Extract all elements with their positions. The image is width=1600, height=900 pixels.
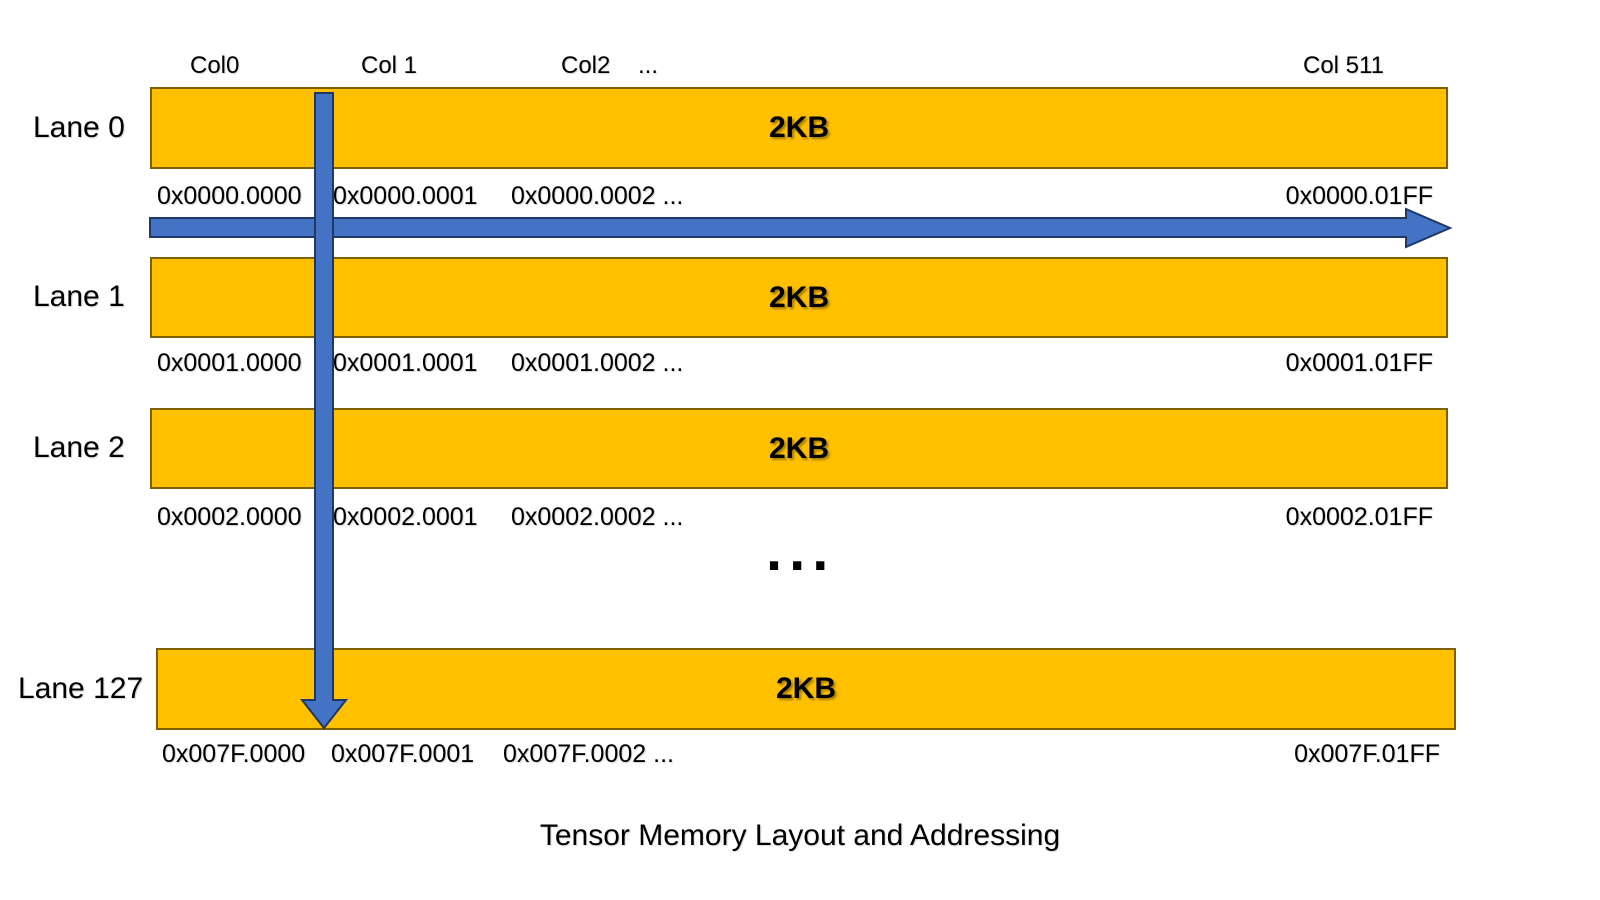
lane-127-capacity-label: 2KB bbox=[775, 672, 836, 705]
lane-127-address-0: 0x007F.0000 bbox=[162, 740, 306, 768]
lane-2-address-last: 0x0002.01FF bbox=[1285, 503, 1433, 531]
lane-order-arrow-icon bbox=[299, 92, 349, 730]
lane-127-label: Lane 127 bbox=[18, 672, 144, 705]
lane-127-address-last: 0x007F.01FF bbox=[1294, 740, 1440, 768]
lane-1-address-2: 0x0001.0002 ... bbox=[511, 349, 684, 377]
col-header-ellipsis: ... bbox=[638, 52, 659, 79]
diagram-title: Tensor Memory Layout and Addressing bbox=[539, 819, 1061, 852]
lane-2-label: Lane 2 bbox=[33, 431, 125, 464]
lane-0-label: Lane 0 bbox=[33, 111, 125, 144]
lane-0-bar: 2KB bbox=[150, 87, 1448, 169]
col-header-col511: Col 511 bbox=[1303, 52, 1384, 79]
lane-0-address-1: 0x0000.0001 bbox=[333, 182, 478, 210]
lane-0-capacity-label: 2KB bbox=[768, 111, 829, 144]
col-header-col2: Col2 bbox=[561, 52, 611, 79]
lanes-ellipsis: ... bbox=[766, 518, 836, 583]
lane-2-address-1: 0x0002.0001 bbox=[333, 503, 478, 531]
lane-1-bar: 2KB bbox=[150, 257, 1448, 338]
column-order-arrow-icon bbox=[149, 207, 1453, 249]
col-header-col1: Col 1 bbox=[361, 52, 418, 79]
lane-1-label: Lane 1 bbox=[33, 280, 125, 313]
lane-0-address-last: 0x0000.01FF bbox=[1285, 182, 1433, 210]
col-header-col0: Col0 bbox=[190, 52, 240, 79]
lane-1-address-1: 0x0001.0001 bbox=[333, 349, 478, 377]
lane-2-address-2: 0x0002.0002 ... bbox=[511, 503, 684, 531]
lane-127-address-2: 0x007F.0002 ... bbox=[503, 740, 674, 768]
lane-127-bar: 2KB bbox=[156, 648, 1456, 730]
lane-1-capacity-label: 2KB bbox=[768, 280, 829, 314]
lane-2-capacity-label: 2KB bbox=[768, 431, 829, 465]
lane-1-address-0: 0x0001.0000 bbox=[157, 349, 302, 377]
lane-0-address-0: 0x0000.0000 bbox=[157, 182, 302, 210]
lane-1-address-last: 0x0001.01FF bbox=[1285, 349, 1433, 377]
lane-2-address-0: 0x0002.0000 bbox=[157, 503, 302, 531]
lane-0-address-2: 0x0000.0002 ... bbox=[511, 182, 684, 210]
lane-2-bar: 2KB bbox=[150, 408, 1448, 489]
lane-127-address-1: 0x007F.0001 bbox=[331, 740, 475, 768]
